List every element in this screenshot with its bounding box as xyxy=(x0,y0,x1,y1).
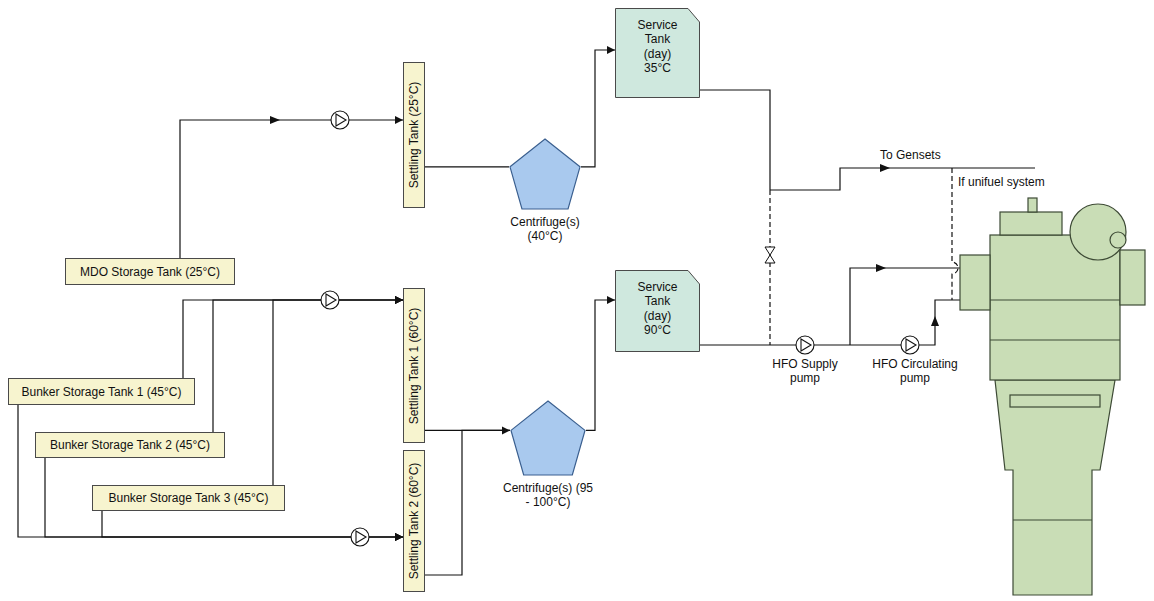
scavenge-box xyxy=(1120,250,1145,305)
tank-label: Bunker Storage Tank 3 (45°C) xyxy=(109,491,269,505)
storage-tank-box: Bunker Storage Tank 2 (45°C) xyxy=(35,432,225,458)
pipe-connector xyxy=(273,300,403,485)
tank-label: Bunker Storage Tank 2 (45°C) xyxy=(50,438,210,452)
pump-symbol xyxy=(801,339,811,351)
storage-tank-box: Bunker Storage Tank 3 (45°C) xyxy=(92,485,285,511)
hfo-service-pipe xyxy=(700,344,796,345)
pipe-connector xyxy=(18,405,403,537)
engine-feed-pipe xyxy=(850,268,960,345)
flow-arrow xyxy=(880,164,890,172)
flow-arrow xyxy=(270,116,280,124)
pump-symbol xyxy=(906,339,916,351)
turbocharger xyxy=(1070,204,1126,260)
storage-tank-box: MDO Storage Tank (25°C) xyxy=(65,258,235,285)
settling-tank-box: Settling Tank (25°C) xyxy=(403,62,425,208)
valve-symbol xyxy=(765,247,775,255)
service-tank-box: Service Tank (day) 35°C xyxy=(615,8,700,98)
hfo-supply-pipe xyxy=(814,344,901,345)
flow-arrow xyxy=(931,316,939,326)
pump-symbol xyxy=(321,291,339,309)
settling-tank-box: Settling Tank 2 (60°C) xyxy=(403,450,425,592)
pump-symbol xyxy=(326,294,336,306)
centrifuge-outline xyxy=(510,400,586,476)
service-tank-box: Service Tank (day) 90°C xyxy=(615,270,700,352)
circulating-pipe xyxy=(919,300,960,345)
pipe-connector xyxy=(45,458,403,537)
pipe-connector xyxy=(425,166,509,167)
tank-label: Centrifuge(s) (95 - 100°C) xyxy=(502,481,594,510)
tank-label: Settling Tank (25°C) xyxy=(408,82,420,189)
flow-arrow xyxy=(876,264,886,272)
pipe-note: To Gensets xyxy=(880,149,941,163)
tank-label: MDO Storage Tank (25°C) xyxy=(80,265,220,279)
engine-detail-line xyxy=(990,300,1120,520)
valve-symbol xyxy=(765,255,775,263)
engine-frame xyxy=(995,380,1115,595)
pipe-connector xyxy=(213,300,403,432)
mdo-service-pipe xyxy=(700,90,770,190)
pipe-note: If unifuel system xyxy=(958,176,1045,190)
centrifuge-pentagon: Centrifuge(s) (40°C) xyxy=(498,138,592,244)
pipe-connector xyxy=(581,50,615,167)
fuel-pump-block xyxy=(960,255,990,310)
exhaust-valve xyxy=(1028,198,1037,212)
pump-symbol xyxy=(356,531,366,543)
cylinder-cover xyxy=(1000,212,1062,235)
settling-tank-box: Settling Tank 1 (60°C) xyxy=(403,288,425,443)
pipe-connector xyxy=(425,430,510,575)
tank-label: Service Tank (day) 35°C xyxy=(631,18,684,76)
tank-label: Centrifuge(s) (40°C) xyxy=(499,215,591,244)
pipe-connector xyxy=(586,300,615,430)
pump-label: HFO Circulating pump xyxy=(867,358,963,386)
pipe-connector xyxy=(180,120,403,258)
centrifuge-outline xyxy=(509,138,581,210)
tank-label: Settling Tank 1 (60°C) xyxy=(408,307,420,424)
storage-tank-box: Bunker Storage Tank 1 (45°C) xyxy=(8,378,195,405)
pump-label: HFO Supply pump xyxy=(765,358,845,386)
pipe-connector xyxy=(183,300,403,378)
turbocharger-hub xyxy=(1110,232,1126,248)
unifuel-crossover-pipe xyxy=(769,190,770,345)
pump-symbol xyxy=(796,336,814,354)
pump-symbol xyxy=(901,336,919,354)
pump-symbol xyxy=(331,111,349,129)
tank-label: Bunker Storage Tank 1 (45°C) xyxy=(22,385,182,399)
tank-label: Service Tank (day) 90°C xyxy=(631,280,684,338)
pump-symbol xyxy=(336,114,346,126)
crankcase-band xyxy=(1010,395,1100,407)
tank-label: Settling Tank 2 (60°C) xyxy=(408,463,420,580)
pump-symbol xyxy=(351,528,369,546)
centrifuge-pentagon: Centrifuge(s) (95 - 100°C) xyxy=(501,400,595,510)
